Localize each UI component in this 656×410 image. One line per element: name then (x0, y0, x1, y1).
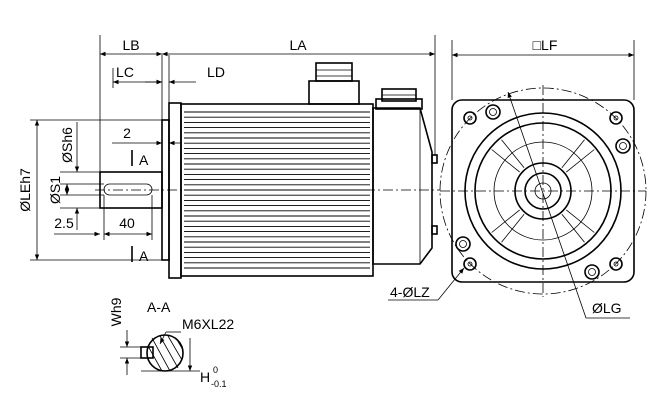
section-hatch (147, 335, 184, 372)
lg-label: ØLG (592, 300, 622, 316)
front-spoke-edge (561, 139, 585, 168)
front-spoke-edge (491, 149, 520, 173)
thread-leader (159, 331, 167, 345)
bolt-holes (455, 104, 631, 280)
section-aa-label: A-A (147, 299, 171, 315)
encoder-rear-bump (431, 225, 438, 235)
lg-leader (507, 91, 587, 319)
front-view: □LF 4-ØLZ ØLG (388, 37, 647, 319)
front-spoke-edge (566, 209, 595, 233)
side-view: LB LA LC LD 2 A A ØLEh7 ØSh6 ØS1 (17, 35, 440, 279)
front-spoke-edge (561, 214, 585, 243)
mount-lug (584, 264, 600, 280)
mount-lug-hole (588, 268, 596, 276)
bolt-hole-center (467, 261, 473, 267)
front-spoke-edge (501, 214, 525, 243)
wh9-label: Wh9 (108, 297, 124, 326)
ld-label: LD (207, 64, 225, 80)
cooling-fins (184, 111, 370, 269)
encoder-cover (372, 107, 433, 265)
front-spokes (491, 139, 595, 243)
section-key (140, 346, 154, 359)
bolt-hole-center (467, 115, 473, 121)
bolt-hole-center (613, 115, 619, 121)
dim-25-label: 2.5 (54, 215, 74, 231)
lc-label: LC (116, 64, 134, 80)
front-spoke-edge (491, 209, 520, 233)
h-tolerance-upper: 0 (213, 365, 218, 375)
bolt-hole (463, 111, 477, 125)
h-tolerance-lower: -0.1 (211, 379, 227, 389)
mount-lug-hole (459, 240, 467, 248)
front-spoke-edge (566, 149, 595, 173)
dim-40-label: 40 (119, 215, 135, 231)
mount-lug-hole (489, 108, 497, 116)
bolt-hole (609, 257, 623, 271)
encoder-connector-base (375, 98, 423, 110)
h-label: H (200, 369, 210, 385)
lz-label: 4-ØLZ (390, 284, 430, 300)
lf-label: □LF (533, 37, 558, 53)
leh7-label: ØLEh7 (17, 168, 33, 212)
lz-leader (437, 267, 465, 301)
mount-lug (615, 138, 631, 154)
shaft-keyway (103, 183, 153, 196)
power-connector (315, 62, 353, 82)
bolt-hole (463, 257, 477, 271)
section-a-a: A-A Wh9 M6XL22 H 0 -0.1 (108, 297, 234, 389)
encoder-rear-bump (431, 154, 438, 164)
bolt-hole-center (613, 261, 619, 267)
bolt-hole (609, 111, 623, 125)
sh6-label: ØSh6 (59, 127, 75, 163)
dim-2-label: 2 (123, 125, 131, 141)
power-connector-base (308, 80, 360, 105)
s1-label: ØS1 (47, 176, 63, 204)
thread-label: M6XL22 (182, 316, 234, 332)
mount-lug (455, 236, 471, 252)
lb-label: LB (122, 37, 139, 53)
flange-plate (168, 102, 182, 279)
la-label: LA (289, 37, 307, 53)
mount-lug-hole (619, 142, 627, 150)
mount-lug (485, 104, 501, 120)
section-label-top: A (139, 152, 149, 168)
section-label-bottom: A (139, 248, 149, 264)
front-spoke-edge (501, 139, 525, 168)
